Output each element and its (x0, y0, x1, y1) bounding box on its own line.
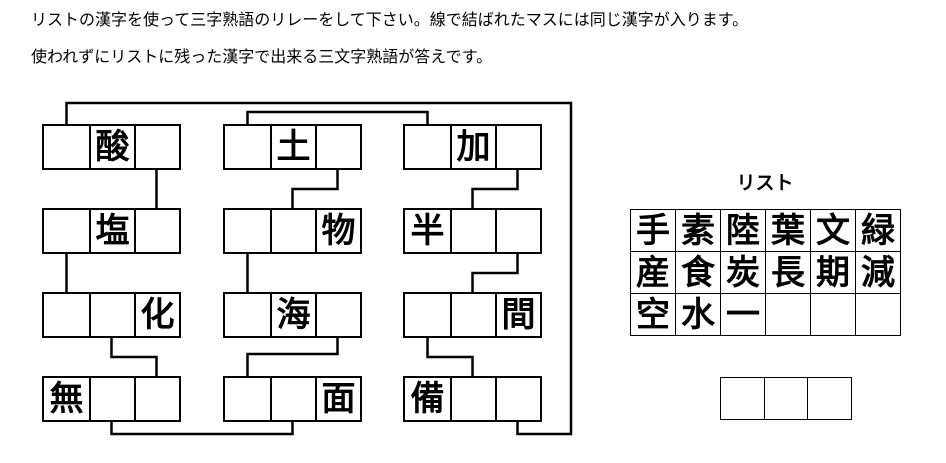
puzzle-box-5-cell-3-kanji: 物 (315, 210, 360, 252)
connector-box7-cell2-box10-cell3 (110, 336, 158, 378)
puzzle-box-6-cell-3-empty[interactable] (495, 210, 540, 252)
puzzle-box-7: 化 (42, 292, 181, 338)
instruction-line-1: リストの漢字を使って三字熟語のリレーをして下さい。線で結ばれたマスには同じ漢字が… (31, 10, 749, 29)
puzzle-box-9: 間 (403, 292, 542, 338)
puzzle-box-7-cell-2-empty[interactable] (89, 294, 134, 336)
connector-box3-cell3-box6-cell2 (471, 168, 519, 210)
puzzle-box-10-cell-2-empty[interactable] (89, 378, 134, 420)
puzzle-box-1: 酸 (42, 124, 181, 170)
puzzle-box-2: 土 (223, 124, 362, 170)
puzzle-box-4-cell-2-kanji: 塩 (89, 210, 134, 252)
puzzle-box-10-cell-3-empty[interactable] (134, 378, 179, 420)
list-cell-r3c2-kanji: 水 (675, 293, 721, 336)
list-row-2: 産食炭長期減 (630, 251, 901, 294)
puzzle-box-10-cell-1-kanji: 無 (49, 380, 84, 418)
list-cell-r2c5-kanji: 期 (810, 251, 856, 294)
list-cell-r1c1-kanji: 手 (630, 209, 676, 252)
puzzle-box-8-cell-1-empty[interactable] (225, 294, 270, 336)
list-cell-r3c6-empty (855, 293, 901, 336)
puzzle-box-11-cell-3-kanji: 面 (315, 378, 360, 420)
puzzle-box-5-cell-1-empty[interactable] (225, 210, 270, 252)
connector-box1-cell1-box12-cell3 (65, 101, 573, 436)
puzzle-box-2-cell-2-kanji: 土 (270, 126, 315, 168)
answer-box (720, 377, 852, 420)
list-cell-r1c3-kanji: 陸 (720, 209, 766, 252)
puzzle-box-9-cell-3-kanji: 間 (495, 294, 540, 336)
list-cell-r2c1-kanji: 産 (630, 251, 676, 294)
puzzle-box-8: 海 (223, 292, 362, 338)
puzzle-box-5-cell-2-empty[interactable] (270, 210, 315, 252)
kanji-list-table: 手素陸葉文緑産食炭長期減空水一 (630, 209, 901, 336)
connector-box10-cell2-box11-cell2 (110, 420, 294, 436)
puzzle-box-11-cell-2-empty[interactable] (270, 378, 315, 420)
puzzle-box-1-cell-3-empty[interactable] (134, 126, 179, 168)
list-cell-r1c2-kanji: 素 (675, 209, 721, 252)
answer-cell-2[interactable] (763, 377, 809, 420)
puzzle-box-11: 面 (223, 376, 362, 422)
list-cell-r1c4-kanji: 葉 (765, 209, 811, 252)
puzzle-box-12-cell-3-empty[interactable] (495, 378, 540, 420)
puzzle-box-6: 半 (403, 208, 542, 254)
answer-cell-3[interactable] (807, 377, 852, 420)
connector-box2-cell1-box3-cell1 (246, 110, 429, 126)
puzzle-box-8-cell-2-kanji: 海 (270, 294, 315, 336)
puzzle-box-2-cell-3-empty[interactable] (315, 126, 360, 168)
puzzle-box-6-cell-2-empty[interactable] (450, 210, 495, 252)
puzzle-box-6-cell-1-kanji: 半 (410, 212, 445, 250)
puzzle-box-9-cell-2-empty[interactable] (450, 294, 495, 336)
list-cell-r2c4-kanji: 長 (765, 251, 811, 294)
list-cell-r3c1-kanji: 空 (630, 293, 676, 336)
puzzle-box-7-cell-1-empty[interactable] (44, 294, 89, 336)
puzzle-box-3-cell-3-empty[interactable] (495, 126, 540, 168)
puzzle-box-9-cell-1-empty[interactable] (405, 294, 450, 336)
list-cell-r2c2-kanji: 食 (675, 251, 721, 294)
puzzle-box-3-cell-2-kanji: 加 (450, 126, 495, 168)
instruction-line-2: 使われずにリストに残った漢字で出来る三文字熟語が答えです。 (31, 47, 493, 66)
list-cell-r1c5-kanji: 文 (810, 209, 856, 252)
puzzle-box-7-cell-3-kanji: 化 (134, 294, 179, 336)
puzzle-box-8-cell-3-empty[interactable] (315, 294, 360, 336)
puzzle-box-3: 加 (403, 124, 542, 170)
puzzle-box-4-cell-1-empty[interactable] (44, 210, 89, 252)
list-cell-r2c3-kanji: 炭 (720, 251, 766, 294)
puzzle-box-10: 無 (42, 376, 181, 422)
puzzle-box-4-cell-3-empty[interactable] (134, 210, 179, 252)
connector-box9-cell1-box12-cell2 (426, 336, 474, 378)
puzzle-box-3-cell-1-empty[interactable] (405, 126, 450, 168)
puzzle-box-4: 塩 (42, 208, 181, 254)
list-cell-r3c4-empty (765, 293, 811, 336)
list-cell-r1c6-kanji: 緑 (855, 209, 901, 252)
puzzle-box-11-cell-1-empty[interactable] (225, 378, 270, 420)
list-row-1: 手素陸葉文緑 (630, 209, 901, 252)
list-cell-r3c3-kanji: 一 (720, 293, 766, 336)
connector-box6-cell3-box9-cell2 (471, 252, 519, 294)
connector-box8-cell3-box11-cell1 (246, 336, 339, 378)
list-row-3: 空水一 (630, 293, 901, 336)
list-cell-r3c5-empty (810, 293, 856, 336)
puzzle-box-1-cell-1-empty[interactable] (44, 126, 89, 168)
answer-cell-1[interactable] (720, 377, 765, 420)
puzzle-box-12-cell-2-empty[interactable] (450, 378, 495, 420)
list-cell-r2c6-kanji: 減 (855, 251, 901, 294)
list-title: リスト (736, 173, 794, 194)
puzzle-box-1-cell-2-kanji: 酸 (89, 126, 134, 168)
puzzle-box-12-cell-1-kanji: 備 (410, 380, 445, 418)
puzzle-box-5: 物 (223, 208, 362, 254)
connector-box2-cell3-box5-cell2 (291, 168, 339, 210)
puzzle-box-2-cell-1-empty[interactable] (225, 126, 270, 168)
puzzle-box-12: 備 (403, 376, 542, 422)
